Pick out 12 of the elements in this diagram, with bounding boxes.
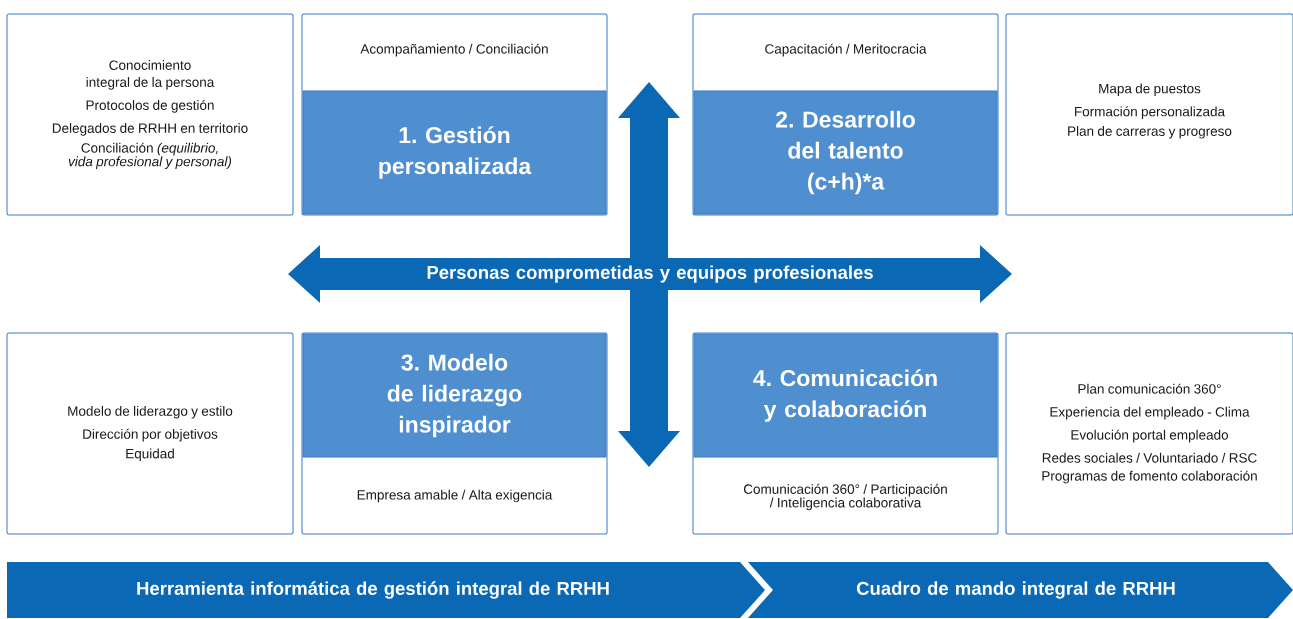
title-box: 1. Gestión personalizada [302,90,607,215]
title-box: 4. Comunicación y colaboración [693,333,998,458]
text-card: Plan comunicación 360° Experiencia del empleado - Clima Evolución portal empleado Redes sociales / Voluntariado / RSC Programas de fomento colaboración [1005,332,1293,535]
node-label: Herramienta informática de gestión integral de RRHH [137,581,609,599]
process-banner: Cuadro de mando integral de RRHH [748,562,1293,618]
text-card: Conocimiento integral de la persona Protocolos de gestión Delegados de RRHH en territorio Conciliación (equilibrio, vida profesional y personal) [6,13,294,216]
process-banner: Herramienta informática de gestión integral de RRHH [7,562,765,618]
title-box: 2. Desarrollo del talento (c+h)*a [693,90,998,215]
title-box: 3. Modelo de liderazgo inspirador [302,333,607,458]
text-card: Modelo de liderazgo y estilo Dirección por objetivos Equidad [6,332,294,535]
node-label: Cuadro de mando integral de RRHH [856,581,1175,599]
text-card: Mapa de puestos Formación personalizada Plan de carreras y progreso [1005,13,1293,216]
